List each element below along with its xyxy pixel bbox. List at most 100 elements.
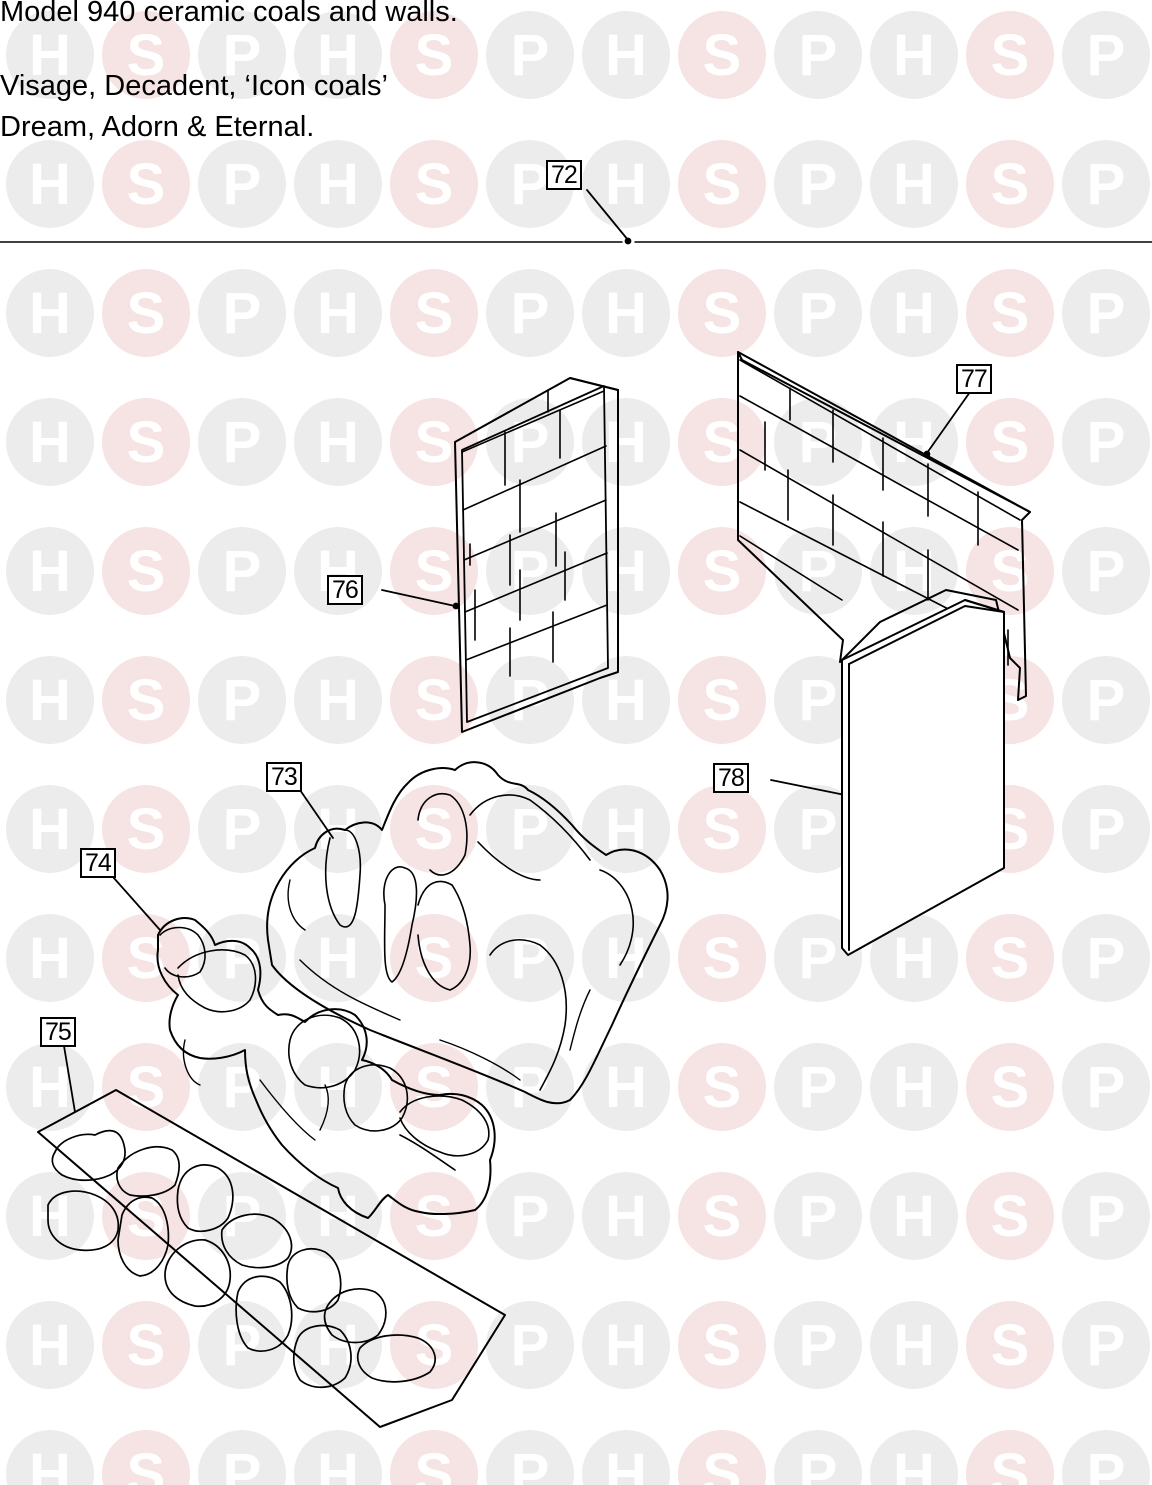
callout-73[interactable]: 73 xyxy=(266,762,302,792)
watermark-letter: P xyxy=(223,410,262,475)
watermark-letter: H xyxy=(605,668,647,733)
watermark-circle xyxy=(774,914,862,1002)
watermark-letter: H xyxy=(317,1313,359,1378)
watermark-letter: S xyxy=(415,23,454,88)
watermark-circle xyxy=(6,1172,94,1260)
watermark-letter: P xyxy=(223,23,262,88)
watermark-circle xyxy=(678,1301,766,1389)
watermark-circle xyxy=(486,1172,574,1260)
callout-78[interactable]: 78 xyxy=(713,763,749,793)
watermark-circle xyxy=(774,269,862,357)
watermark-letter: P xyxy=(799,1055,838,1120)
watermark-letter: P xyxy=(511,926,550,991)
watermark-letter: H xyxy=(893,926,935,991)
watermark-circle xyxy=(6,527,94,615)
watermark-circle xyxy=(198,785,286,873)
watermark-circle xyxy=(486,269,574,357)
watermark-circle xyxy=(102,398,190,486)
watermark-letter: P xyxy=(1087,1313,1126,1378)
watermark-letter: P xyxy=(223,152,262,217)
watermark-letter: P xyxy=(799,1442,838,1485)
watermark-letter: P xyxy=(1087,410,1126,475)
watermark-letter: S xyxy=(415,668,454,733)
watermark-circle xyxy=(198,398,286,486)
coal-row-part-74 xyxy=(156,917,496,1219)
watermark-letter: P xyxy=(511,1442,550,1485)
callout-76[interactable]: 76 xyxy=(327,575,363,605)
watermark-circle xyxy=(390,527,478,615)
callout-77[interactable]: 77 xyxy=(956,364,992,394)
watermark-circle xyxy=(390,11,478,99)
watermark-letter: S xyxy=(415,539,454,604)
watermark-circle xyxy=(774,1430,862,1485)
watermark-circle xyxy=(486,398,574,486)
watermark-letter: H xyxy=(317,152,359,217)
watermark-letter: P xyxy=(799,23,838,88)
watermark-circle xyxy=(966,1172,1054,1260)
watermark-letter: H xyxy=(893,1442,935,1485)
watermark-circle xyxy=(6,785,94,873)
watermark-letter: H xyxy=(317,1442,359,1485)
watermark-circle xyxy=(870,527,958,615)
watermark-letter: P xyxy=(223,1313,262,1378)
watermark-circle xyxy=(102,269,190,357)
watermark-circle xyxy=(102,1430,190,1485)
watermark-letter: S xyxy=(991,281,1030,346)
watermark-circle xyxy=(294,914,382,1002)
watermark-circle xyxy=(102,1301,190,1389)
watermark-letter: S xyxy=(415,1184,454,1249)
watermark-circle xyxy=(486,1301,574,1389)
watermark-circle xyxy=(102,914,190,1002)
watermark-circle xyxy=(582,527,670,615)
watermark-circle xyxy=(870,269,958,357)
watermark-circle xyxy=(198,140,286,228)
watermark-circle xyxy=(774,785,862,873)
watermark-letter: S xyxy=(703,1442,742,1485)
watermark-letter: H xyxy=(893,152,935,217)
diagram-title-line-1: Model 940 ceramic coals and walls. xyxy=(0,0,458,28)
watermark-letter: S xyxy=(703,410,742,475)
watermark-letter: H xyxy=(893,1184,935,1249)
watermark-letter: P xyxy=(1087,1184,1126,1249)
watermark-letter: P xyxy=(799,797,838,862)
watermark-letter: P xyxy=(1087,1055,1126,1120)
watermark-circle xyxy=(678,269,766,357)
watermark-circle xyxy=(582,1301,670,1389)
watermark-letter: H xyxy=(893,1313,935,1378)
watermark-circle xyxy=(1062,527,1150,615)
diagram-title-line-2: Visage, Decadent, ‘Icon coals’ xyxy=(0,70,388,102)
watermark-letter: H xyxy=(605,281,647,346)
callout-74[interactable]: 74 xyxy=(80,848,116,878)
watermark-letter: P xyxy=(1087,797,1126,862)
watermark-circle xyxy=(198,656,286,744)
side-wall-part-76 xyxy=(454,377,619,733)
watermark-circle xyxy=(582,11,670,99)
watermark-circle xyxy=(1062,785,1150,873)
watermark-letter: P xyxy=(511,1184,550,1249)
watermark-letter: P xyxy=(511,410,550,475)
watermark-circle xyxy=(198,11,286,99)
callout-75[interactable]: 75 xyxy=(40,1017,76,1047)
watermark-letter: P xyxy=(799,1313,838,1378)
watermark-letter: P xyxy=(799,152,838,217)
watermark-letter: S xyxy=(127,539,166,604)
callout-72[interactable]: 72 xyxy=(546,160,582,190)
watermark-circle xyxy=(198,1430,286,1485)
watermark-letter: P xyxy=(511,281,550,346)
watermark-letter: H xyxy=(317,1184,359,1249)
watermark-circle xyxy=(294,1043,382,1131)
watermark-circle xyxy=(6,1301,94,1389)
watermark-circle xyxy=(6,1043,94,1131)
watermark-circle xyxy=(774,140,862,228)
watermark-circle xyxy=(294,11,382,99)
watermark-circle xyxy=(774,656,862,744)
watermark-letter: P xyxy=(223,668,262,733)
watermark-circle xyxy=(774,1172,862,1260)
watermark-circle xyxy=(294,1430,382,1485)
watermark-letter: S xyxy=(703,668,742,733)
watermark-circle xyxy=(6,269,94,357)
watermark-circle xyxy=(678,656,766,744)
coal-bed-part-73 xyxy=(266,761,669,1105)
watermark-circle xyxy=(582,269,670,357)
watermark-letter: H xyxy=(605,1055,647,1120)
